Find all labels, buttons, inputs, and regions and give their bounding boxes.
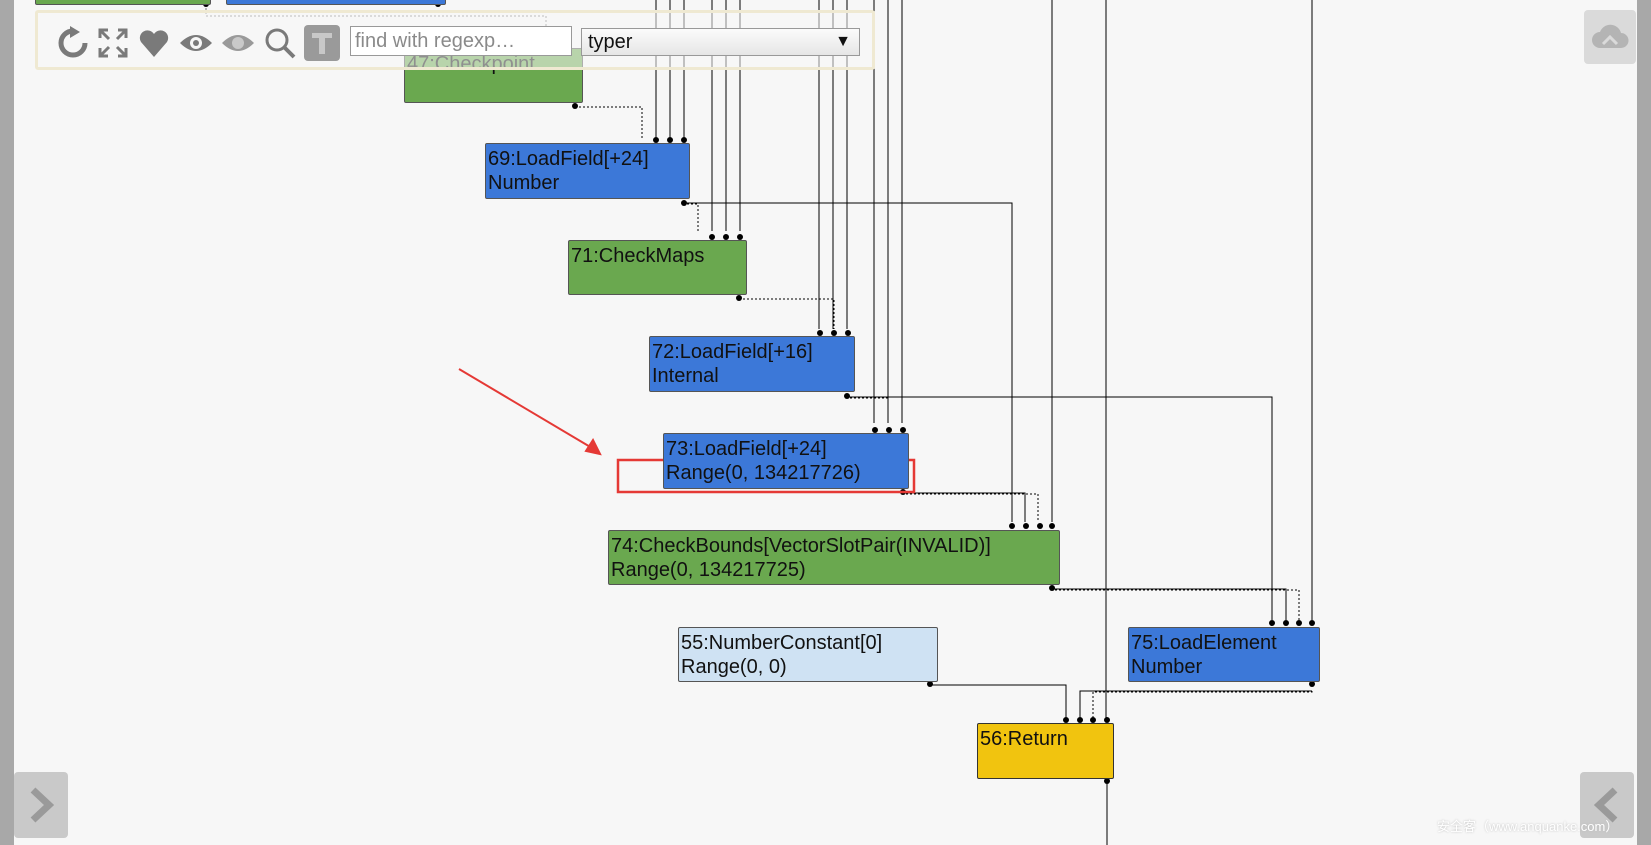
hide-icon[interactable] xyxy=(220,25,256,61)
graph-edges xyxy=(205,0,1313,845)
node-type: Internal xyxy=(652,365,719,387)
graph-node-55-numberconstant[interactable]: 55:NumberConstant[0] Range(0, 0) xyxy=(678,627,938,682)
watermark: 安全客（www.anquanke.com） xyxy=(1437,819,1619,834)
node-type: Range(0, 134217725) xyxy=(611,559,806,581)
node-label: 56:Return xyxy=(980,728,1068,750)
node-type: Number xyxy=(1131,656,1203,678)
right-panel-edge xyxy=(1637,0,1651,845)
annotation-arrow xyxy=(458,368,602,456)
graph-node-75-loadelement[interactable]: 75:LoadElement Number xyxy=(1128,627,1320,682)
phase-select[interactable]: typer ▼ xyxy=(581,28,860,56)
layout-icon[interactable] xyxy=(55,25,91,61)
node-label: 69:LoadField[+24] xyxy=(488,148,649,170)
graph-node-73-loadfield[interactable]: 73:LoadField[+24] Range(0, 134217726) xyxy=(663,433,909,489)
graph-node-69-loadfield[interactable]: 69:LoadField[+24] Number xyxy=(485,143,690,199)
graph-node-71-checkmaps[interactable]: 71:CheckMaps xyxy=(568,240,747,295)
node-type: Number xyxy=(488,172,560,194)
graph-node-partial-left[interactable] xyxy=(35,0,211,5)
expand-right-panel-button[interactable] xyxy=(1580,772,1634,838)
upload-button[interactable] xyxy=(1584,10,1636,64)
graph-node-74-checkbounds[interactable]: 74:CheckBounds[VectorSlotPair(INVALID)] … xyxy=(608,530,1060,585)
graph-toolbar: typer ▼ xyxy=(35,10,875,70)
chevron-right-icon xyxy=(30,787,54,823)
node-label: 75:LoadElement xyxy=(1131,632,1277,654)
show-all-icon[interactable] xyxy=(178,25,214,61)
search-icon[interactable] xyxy=(262,25,298,61)
heart-icon[interactable] xyxy=(136,25,172,61)
graph-node-72-loadfield[interactable]: 72:LoadField[+16] Internal xyxy=(649,336,855,392)
node-label: 72:LoadField[+16] xyxy=(652,341,813,363)
node-label: 74:CheckBounds[VectorSlotPair(INVALID)] xyxy=(611,535,991,557)
expand-left-panel-button[interactable] xyxy=(14,772,68,838)
phase-select-value: typer xyxy=(588,31,633,53)
node-label: 73:LoadField[+24] xyxy=(666,438,827,460)
node-label: 71:CheckMaps xyxy=(571,245,705,267)
node-label: 55:NumberConstant[0] xyxy=(681,632,883,654)
left-panel-edge xyxy=(0,0,14,845)
text-toggle-icon[interactable] xyxy=(304,25,340,61)
node-type: Range(0, 0) xyxy=(681,656,787,678)
graph-node-partial-right[interactable] xyxy=(226,0,446,5)
cloud-upload-icon xyxy=(1592,24,1629,48)
fit-icon[interactable] xyxy=(95,25,131,61)
search-input[interactable] xyxy=(350,26,572,56)
node-type: Range(0, 134217726) xyxy=(666,462,861,484)
dropdown-arrow-icon: ▼ xyxy=(835,33,851,50)
graph-node-56-return[interactable]: 56:Return xyxy=(977,723,1114,779)
chevron-left-icon xyxy=(1594,787,1618,823)
